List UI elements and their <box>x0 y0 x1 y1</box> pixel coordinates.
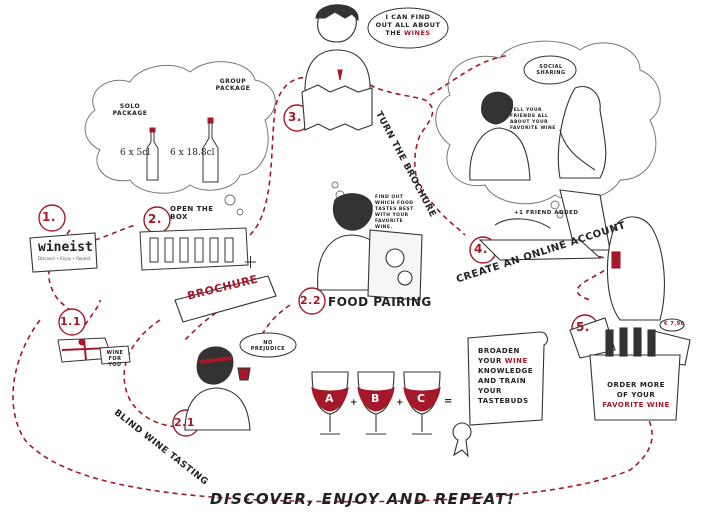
tasting-glasses <box>311 371 441 435</box>
equals-sign: = <box>444 396 453 407</box>
person-reading-brochure <box>301 4 373 131</box>
find-out-the: THE <box>385 29 402 37</box>
open-box-label: OPEN THE BOX <box>170 205 214 221</box>
find-out-line-1: I CAN FIND <box>385 13 431 21</box>
scroll-line-5: YOUR <box>478 387 502 395</box>
person-food-pairing <box>317 193 423 301</box>
gift-box <box>57 337 131 365</box>
order-text: ORDER MORE OF YOUR FAVORITE WINE <box>600 380 672 410</box>
thought-clouds <box>84 40 661 205</box>
scroll-line-1: BROADEN <box>478 347 520 355</box>
group-package-label: GROUP PACKAGE <box>215 78 251 92</box>
brochure-strip <box>174 275 277 323</box>
solo-package-qty: 6 x 5cl <box>120 148 151 158</box>
gift-tag-text: wine FOR YOU <box>106 350 124 368</box>
friend-added-text: +1 FRIEND ADDED <box>514 210 579 216</box>
scroll-text: BROADEN YOUR WINE KNOWLEDGE AND TRAIN YO… <box>478 346 533 406</box>
scroll-line-6: TASTEBUDS <box>478 397 529 405</box>
wineist-tagline: Discover • Enjoy • Repeat <box>38 256 91 261</box>
find-out-line-2: OUT ALL ABOUT <box>375 21 441 29</box>
footer-slogan: DISCOVER, ENJOY AND REPEAT! <box>210 490 516 508</box>
food-pairing-label: FOOD PAIRING <box>328 295 432 309</box>
couple-social <box>469 86 607 181</box>
step-2-badge: 2. <box>148 212 162 226</box>
glass-a-letter: A <box>325 392 335 405</box>
order-line-3: FAVORITE WINE <box>602 401 670 409</box>
order-line-2: OF YOUR <box>616 391 656 399</box>
step-2-1-badge: 2.1 <box>174 416 195 429</box>
wineist-card <box>29 232 98 273</box>
step-1-1-badge: 1.1 <box>60 315 81 328</box>
laptop <box>478 189 611 261</box>
package-bottles <box>146 117 219 183</box>
scroll-wine: WINE <box>504 357 528 365</box>
plus-2: + <box>396 398 405 408</box>
food-tastes-text: FIND OUT WHICH FOOD TASTES BEST WITH YOU… <box>375 195 414 230</box>
find-out-line-3: THE WINES <box>375 29 441 37</box>
order-line-1: ORDER MORE <box>607 381 665 389</box>
journey-path <box>12 54 653 503</box>
solo-package-label: SOLO PACKAGE <box>112 103 148 117</box>
group-package-qty: 6 x 18.8cl <box>170 148 215 158</box>
step-3-badge: 3. <box>288 110 302 124</box>
glass-b-letter: B <box>371 392 380 405</box>
open-box <box>139 227 249 271</box>
box-bottles <box>149 237 234 263</box>
scroll-line-4: AND TRAIN <box>478 377 527 385</box>
glass-c-letter: C <box>417 392 426 405</box>
wineist-logo: wineist <box>38 240 93 255</box>
plus-sign <box>245 256 256 268</box>
find-out-wines: WINES <box>403 29 431 37</box>
step-2-2-badge: 2.2 <box>300 294 321 307</box>
knowledge-scroll <box>452 331 549 458</box>
scroll-line-3: KNOWLEDGE <box>478 367 534 375</box>
scroll-your: YOUR <box>478 357 502 365</box>
order-box <box>569 317 691 421</box>
social-sharing-text: SOCIAL SHARING <box>536 64 566 76</box>
scroll-line-2: YOUR WINE <box>478 356 533 366</box>
girl-with-phone <box>606 216 665 321</box>
person-blind-tasting <box>184 346 251 431</box>
find-out-bubble: I CAN FIND OUT ALL ABOUT THE WINES <box>375 13 441 37</box>
price-tag: € 7.90 <box>664 321 685 327</box>
speech-bubbles <box>239 7 577 358</box>
step-4-badge: 4. <box>474 242 488 256</box>
step-5-badge: 5. <box>576 320 590 334</box>
step-1-badge: 1. <box>42 210 56 224</box>
no-prejudice-text: NO PREJUDICE <box>250 340 286 352</box>
tell-friends-text: TELL YOUR FRIENDS ALL ABOUT YOUR FAVORIT… <box>510 108 556 131</box>
plus-1: + <box>350 398 359 408</box>
